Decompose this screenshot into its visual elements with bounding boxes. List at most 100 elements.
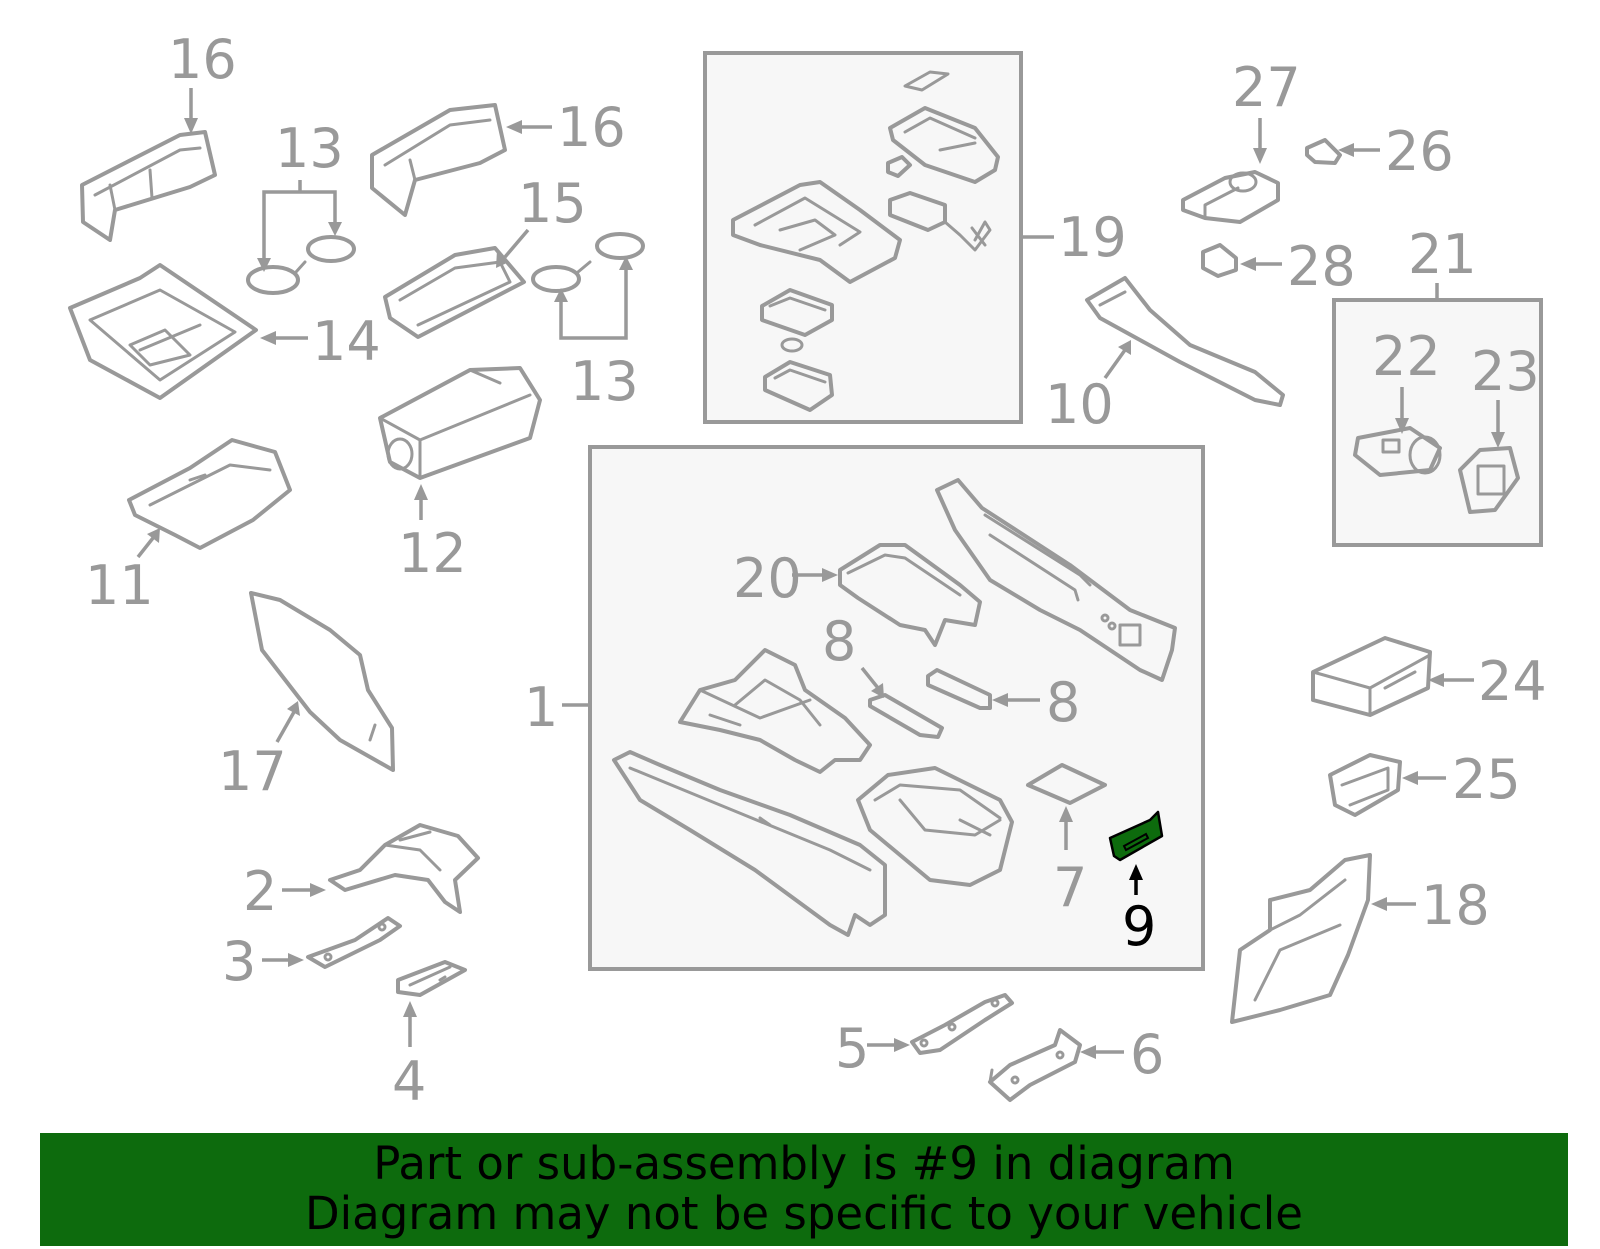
arrow-20 <box>822 568 838 582</box>
arrow-16-left <box>184 118 198 134</box>
arrow-5 <box>894 1038 910 1052</box>
arrow-7 <box>1059 806 1073 822</box>
leader-8-a <box>860 666 880 690</box>
arrow-4 <box>403 1001 417 1017</box>
group-box-21 <box>1332 298 1543 547</box>
callout-28: 28 <box>1287 235 1356 298</box>
arrow-13-bottom-b <box>619 256 633 270</box>
arrow-13-top-a <box>257 258 271 272</box>
callout-6: 6 <box>1130 1023 1164 1086</box>
callout-18: 18 <box>1421 874 1490 937</box>
callout-19: 19 <box>1058 206 1127 269</box>
part-18 <box>1230 853 1372 1024</box>
arrow-28 <box>1240 257 1256 271</box>
arrow-17 <box>287 701 300 716</box>
part-16-left <box>80 130 217 242</box>
part-lower-panel <box>612 750 887 937</box>
callout-13: 13 <box>275 117 344 180</box>
arrow-26 <box>1338 143 1354 157</box>
arrow-3 <box>288 953 304 967</box>
part-23 <box>1458 446 1520 514</box>
callout-25: 25 <box>1452 748 1521 811</box>
callout-8: 8 <box>822 610 856 673</box>
callout-15: 15 <box>518 172 587 235</box>
banner-line-part: Part or sub-assembly is #9 in diagram <box>373 1137 1235 1190</box>
arrow-25 <box>1402 771 1418 785</box>
part-11 <box>127 438 292 550</box>
part-6 <box>988 1028 1082 1102</box>
arrow-24 <box>1428 673 1444 687</box>
callout-9: 9 <box>1122 895 1156 958</box>
part-28 <box>1201 243 1238 278</box>
part-26 <box>1305 138 1342 165</box>
part-24 <box>1311 636 1432 717</box>
callout-7: 7 <box>1053 856 1087 919</box>
callout-8: 8 <box>1046 671 1080 734</box>
part-5 <box>910 993 1014 1055</box>
part-25 <box>1328 753 1402 817</box>
callout-27: 27 <box>1232 56 1301 119</box>
callout-10: 10 <box>1045 373 1114 436</box>
arrow-18 <box>1371 897 1387 911</box>
leader-13-bottom <box>559 266 628 340</box>
arrow-23 <box>1491 432 1505 448</box>
arrow-22 <box>1395 418 1409 434</box>
callout-23: 23 <box>1471 340 1540 403</box>
part-14 <box>68 263 258 400</box>
part-27 <box>1181 170 1280 224</box>
callout-21: 21 <box>1408 223 1477 286</box>
arrow-9 <box>1129 864 1143 880</box>
callout-3: 3 <box>222 930 256 993</box>
arrow-2 <box>310 883 326 897</box>
arrow-14 <box>260 331 276 345</box>
part-22 <box>1353 426 1442 477</box>
callout-2: 2 <box>243 860 277 923</box>
banner-line-disclaimer: Diagram may not be specific to your vehi… <box>305 1187 1303 1240</box>
arrow-13-bottom-a <box>554 288 568 302</box>
part-2 <box>328 823 480 914</box>
callout-22: 22 <box>1372 325 1441 388</box>
part-cupholder-tray <box>856 766 1014 887</box>
arrow-27 <box>1253 148 1267 164</box>
arrow-12 <box>414 484 428 500</box>
part-console-bin <box>678 648 872 774</box>
callout-20: 20 <box>733 547 802 610</box>
info-banner: Part or sub-assembly is #9 in diagram Di… <box>40 1133 1568 1246</box>
part-13-bottom <box>531 232 645 293</box>
arrow-13-top-b <box>328 222 342 236</box>
callout-24: 24 <box>1478 650 1547 713</box>
part-13-top <box>246 235 356 295</box>
callout-4: 4 <box>392 1050 426 1113</box>
leader-13-top <box>262 180 337 262</box>
part-console-rail <box>935 478 1177 682</box>
leader-11 <box>136 536 155 559</box>
part-8-strips <box>868 668 992 739</box>
arrow-8-a <box>871 683 884 698</box>
callout-13: 13 <box>570 350 639 413</box>
callout-1: 1 <box>524 676 558 739</box>
part-3 <box>306 916 402 969</box>
part-20 <box>838 543 982 647</box>
callout-17: 17 <box>218 740 287 803</box>
callout-26: 26 <box>1385 120 1454 183</box>
part-7 <box>1026 763 1107 805</box>
part-4 <box>396 960 467 997</box>
callout-14: 14 <box>312 310 381 373</box>
arrow-16-right <box>506 120 522 134</box>
callout-16: 16 <box>168 28 237 91</box>
group-box-19 <box>703 51 1023 424</box>
part-17 <box>249 591 395 772</box>
arrow-15 <box>496 250 509 268</box>
leader-15 <box>503 228 530 259</box>
leader-10 <box>1103 348 1127 380</box>
callout-12: 12 <box>398 522 467 585</box>
part-10 <box>1085 276 1285 407</box>
part-19-assembly <box>731 70 1000 412</box>
leader-17 <box>275 711 296 743</box>
group-box-1 <box>588 445 1205 971</box>
part-9-highlighted[interactable] <box>1108 810 1164 862</box>
arrow-11 <box>147 528 160 543</box>
callout-11: 11 <box>85 554 154 617</box>
